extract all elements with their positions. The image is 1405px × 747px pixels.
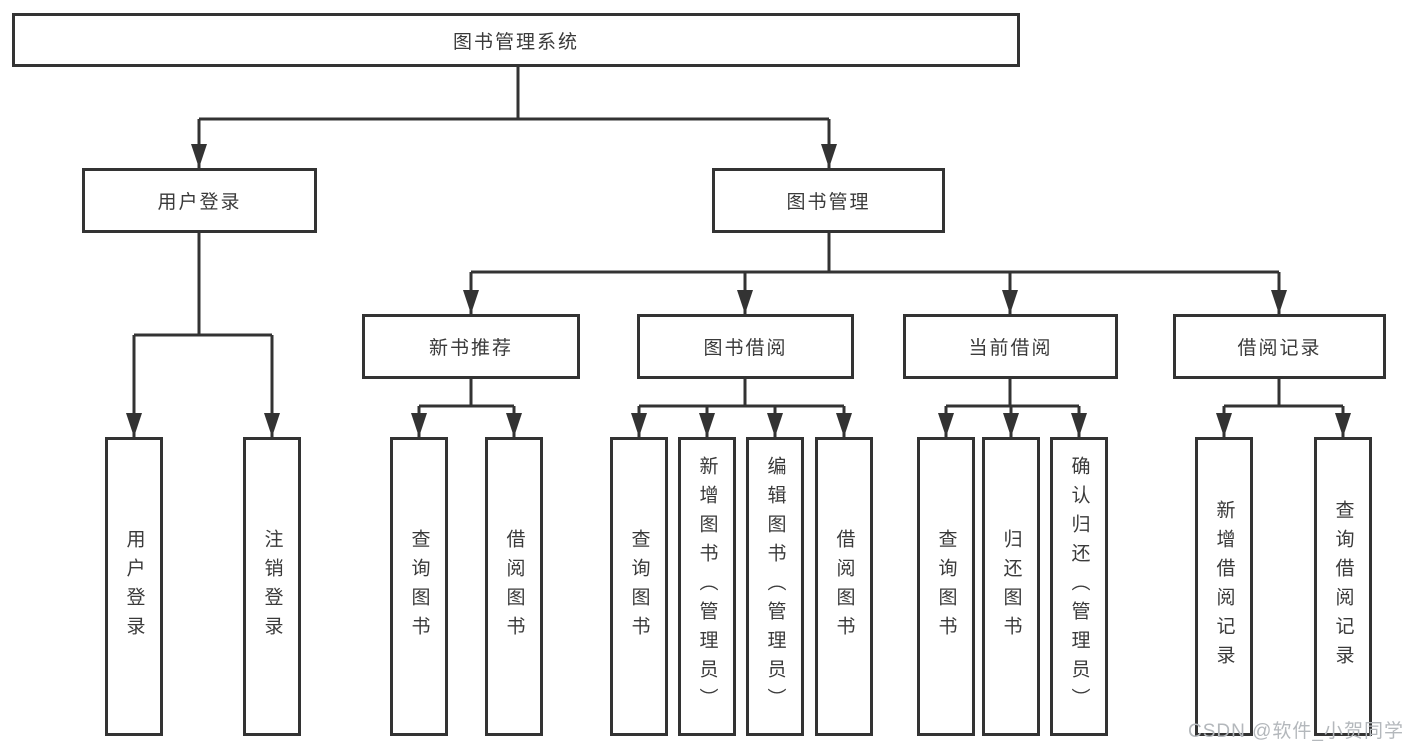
node-label: 用户登录 [157, 192, 242, 213]
node-new-book-recommend: 新书推荐 [362, 314, 580, 379]
leaf-logout: 注销登录 [243, 437, 301, 736]
node-label: 当前借阅 [968, 338, 1053, 359]
node-label: 用户登录 [123, 528, 145, 645]
node-label: 图书管理系统 [452, 31, 579, 53]
arrow-down-icon [411, 413, 427, 437]
leaf-recommend-borrow-books: 借阅图书 [485, 437, 543, 736]
leaf-current-query-books: 查询图书 [917, 437, 975, 736]
arrow-down-icon [1002, 290, 1018, 314]
node-label: 查询图书 [628, 528, 650, 645]
connector-paths [132, 67, 1345, 437]
node-label: 新增借阅记录 [1213, 499, 1235, 674]
node-label: 图书借阅 [703, 338, 788, 359]
leaf-borrowing-add-books-admin: 新增图书（管理员） [678, 437, 736, 736]
node-label: 借阅记录 [1237, 338, 1322, 359]
leaf-borrowing-edit-books-admin: 编辑图书（管理员） [746, 437, 804, 736]
arrow-down-icon [191, 144, 207, 168]
node-label: 新书推荐 [428, 338, 513, 359]
node-label: 查询图书 [408, 528, 430, 645]
node-label: 查询借阅记录 [1332, 499, 1354, 674]
arrow-down-icon [1071, 413, 1087, 437]
arrow-down-icon [264, 413, 280, 437]
node-current-borrowing: 当前借阅 [903, 314, 1118, 379]
arrow-down-icon [737, 290, 753, 314]
node-label: 注销登录 [261, 528, 283, 645]
arrow-down-icon [506, 413, 522, 437]
arrow-down-icon [126, 413, 142, 437]
leaf-records-add-record: 新增借阅记录 [1195, 437, 1253, 736]
node-label: 借阅图书 [503, 528, 525, 645]
node-label: 借阅图书 [833, 528, 855, 645]
arrow-down-icon [1335, 413, 1351, 437]
arrow-down-icon [631, 413, 647, 437]
arrow-down-icon [699, 413, 715, 437]
leaf-user-login: 用户登录 [105, 437, 163, 736]
arrow-down-icon [767, 413, 783, 437]
arrow-down-icon [821, 144, 837, 168]
leaf-records-query-record: 查询借阅记录 [1314, 437, 1372, 736]
leaf-current-confirm-return-admin: 确认归还（管理员） [1050, 437, 1108, 736]
arrow-down-icon [938, 413, 954, 437]
node-label: 图书管理 [786, 192, 871, 213]
arrowheads [126, 144, 1351, 437]
node-label: 查询图书 [935, 528, 957, 645]
arrow-down-icon [1271, 290, 1287, 314]
leaf-recommend-query-books: 查询图书 [390, 437, 448, 736]
arrow-down-icon [836, 413, 852, 437]
node-label: 确认归还（管理员） [1068, 456, 1090, 717]
arrow-down-icon [463, 290, 479, 314]
arrow-down-icon [1003, 413, 1019, 437]
node-label: 归还图书 [1000, 528, 1022, 645]
leaf-borrowing-borrow-books: 借阅图书 [815, 437, 873, 736]
leaf-borrowing-query-books: 查询图书 [610, 437, 668, 736]
node-book-management: 图书管理 [712, 168, 945, 233]
node-borrow-records: 借阅记录 [1173, 314, 1386, 379]
node-label: 新增图书（管理员） [696, 456, 718, 717]
watermark: CSDN @软件_小贺同学 [1188, 721, 1404, 742]
leaf-current-return-books: 归还图书 [982, 437, 1040, 736]
node-label: 编辑图书（管理员） [764, 456, 786, 717]
arrow-down-icon [1216, 413, 1232, 437]
node-user-login: 用户登录 [82, 168, 317, 233]
node-library-management-system: 图书管理系统 [12, 13, 1020, 67]
node-book-borrowing: 图书借阅 [637, 314, 854, 379]
